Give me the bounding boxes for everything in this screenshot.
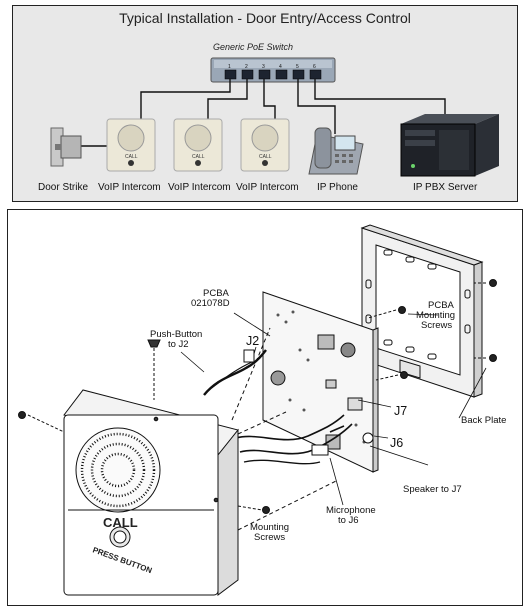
pcba-board bbox=[262, 291, 379, 473]
exploded-view-panel: CALL PRESS BUTTON PCBA 021078D Push-Butt… bbox=[7, 209, 523, 606]
installation-drawing: 1 2 3 4 5 6 CALL bbox=[50, 57, 499, 177]
svg-text:CALL: CALL bbox=[192, 154, 205, 160]
label-mounting-screws: Mounting bbox=[250, 522, 290, 533]
pbx-server-icon bbox=[400, 114, 499, 177]
voip-intercom-icon: CALL bbox=[240, 118, 290, 172]
switch-port-numbers: 1 2 3 4 5 6 bbox=[228, 64, 316, 70]
port-number: 6 bbox=[313, 64, 316, 70]
poe-switch bbox=[210, 57, 336, 83]
label-pcba-screws: PCBA bbox=[428, 300, 454, 311]
device-label-ip-pbx-server: IP PBX Server bbox=[413, 182, 478, 193]
device-label-ip-phone: IP Phone bbox=[317, 182, 358, 193]
voip-intercom-icon: CALL bbox=[173, 118, 223, 172]
label-j6: J6 bbox=[390, 436, 404, 450]
pcba-screw-icon bbox=[367, 306, 408, 381]
callout-leader-lines bbox=[180, 312, 487, 506]
label-j7: J7 bbox=[394, 404, 408, 418]
network-cables bbox=[80, 79, 446, 147]
port-number: 5 bbox=[296, 64, 299, 70]
intercom-housing bbox=[63, 389, 239, 596]
ip-phone-icon bbox=[308, 127, 364, 175]
device-label-door-strike: Door Strike bbox=[38, 182, 89, 193]
label-push-button: Push-Button bbox=[150, 329, 203, 340]
port-number: 1 bbox=[228, 64, 231, 70]
label-pcba-screws-screws: Screws bbox=[421, 320, 453, 331]
device-label-voip-intercom: VoIP Intercom bbox=[98, 182, 161, 193]
label-back-plate: Back Plate bbox=[461, 415, 507, 426]
switch-label: Generic PoE Switch bbox=[213, 42, 294, 52]
push-button-harness bbox=[203, 349, 267, 396]
label-push-button-j2: to J2 bbox=[168, 339, 189, 350]
label-microphone: Microphone bbox=[326, 505, 376, 516]
call-text: CALL bbox=[103, 515, 138, 530]
exploded-view-drawing: CALL PRESS BUTTON bbox=[18, 224, 497, 596]
device-label-voip-intercom: VoIP Intercom bbox=[236, 182, 299, 193]
label-j2: J2 bbox=[246, 334, 260, 348]
label-pcba-part-number: 021078D bbox=[191, 298, 230, 309]
label-pcba: PCBA bbox=[203, 288, 229, 299]
label-speaker: Speaker to J7 bbox=[403, 484, 462, 495]
assembly-guide-lines bbox=[231, 327, 339, 531]
back-plate-screw-icon bbox=[474, 279, 497, 362]
port-number: 4 bbox=[279, 64, 282, 70]
label-pcba-screws-mounting: Mounting bbox=[416, 310, 456, 321]
port-number: 2 bbox=[245, 64, 248, 70]
back-plate bbox=[360, 224, 484, 398]
speaker-mic-harness bbox=[235, 414, 374, 465]
label-mounting-screws-screws: Screws bbox=[254, 532, 286, 543]
installation-diagram-panel: Typical Installation - Door Entry/Access… bbox=[12, 5, 518, 202]
device-label-voip-intercom: VoIP Intercom bbox=[168, 182, 231, 193]
door-strike-icon bbox=[50, 127, 82, 167]
port-number: 3 bbox=[262, 64, 265, 70]
diagram-title: Typical Installation - Door Entry/Access… bbox=[119, 10, 411, 26]
svg-text:CALL: CALL bbox=[125, 154, 138, 160]
housing-screw-icon bbox=[18, 411, 270, 514]
label-microphone-j6: to J6 bbox=[338, 515, 359, 526]
voip-intercom-icon: CALL bbox=[106, 118, 156, 172]
svg-text:CALL: CALL bbox=[259, 154, 272, 160]
push-button-part bbox=[147, 339, 161, 400]
